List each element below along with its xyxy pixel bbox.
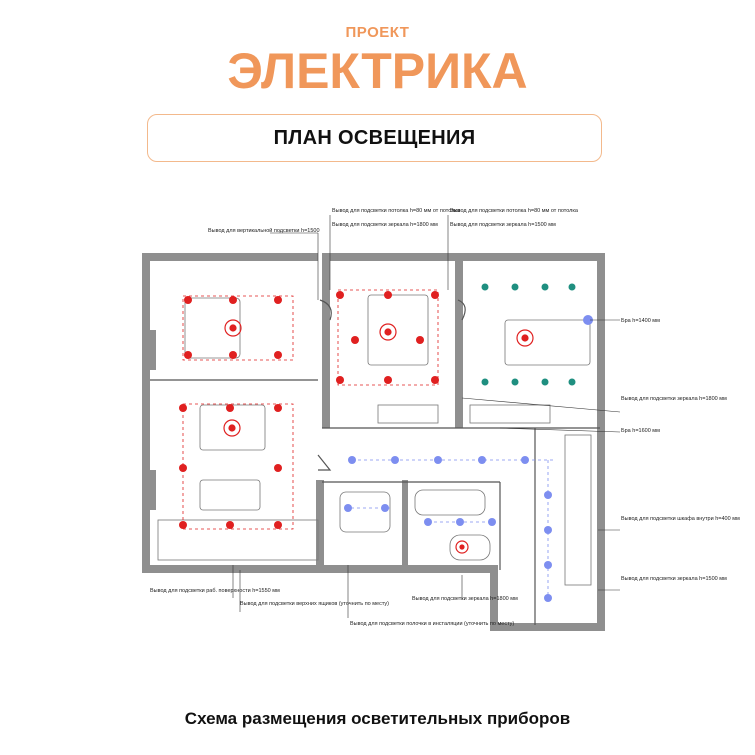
light-point <box>544 526 552 534</box>
light-point <box>434 456 442 464</box>
light-point <box>351 336 359 344</box>
light-point <box>226 404 234 412</box>
light-point <box>541 283 549 291</box>
note-sconce-1600: Бра h=1600 мм <box>621 428 660 434</box>
light-point <box>384 376 392 384</box>
light-point <box>568 378 576 386</box>
note-ceiling-backlight-1: Вывод для подсветки потолка h=80 мм от п… <box>332 208 461 214</box>
note-mirror-backlight-2: Вывод для подсветки зеркала h=1500 мм <box>450 222 556 228</box>
pendant-light <box>516 329 534 347</box>
plan-caption: Схема размещения осветительных приборов <box>184 709 571 728</box>
spot-lights-teal <box>481 283 576 386</box>
leader-lines <box>232 215 621 618</box>
light-point <box>274 521 282 529</box>
light-point <box>481 283 489 291</box>
light-point <box>416 336 424 344</box>
note-wardrobe-backlight: Вывод для подсветки шкафа внутри h=400 м… <box>621 516 740 522</box>
light-point <box>348 456 356 464</box>
note-sconce-1400: Бра h=1400 мм <box>621 318 660 324</box>
note-ceiling-backlight-2: Вывод для подсветки потолка h=80 мм от п… <box>450 208 579 214</box>
partitions <box>150 299 600 625</box>
light-point <box>478 456 486 464</box>
light-point <box>274 464 282 472</box>
light-point <box>179 521 187 529</box>
light-point <box>424 518 432 526</box>
light-point <box>336 291 344 299</box>
plan-title: ПЛАН ОСВЕЩЕНИЯ <box>273 126 476 149</box>
light-point <box>384 291 392 299</box>
light-point <box>544 491 552 499</box>
light-point <box>229 296 237 304</box>
light-point <box>184 296 192 304</box>
note-mirror-backlight-3: Вывод для подсветки зеркала h=1800 мм <box>621 396 727 402</box>
note-vertical-backlight: Вывод для вертикальной подсветки h=1500 <box>208 227 320 234</box>
note-shelf-backlight: Вывод для подсветки полочки в инсталяции… <box>350 621 514 627</box>
light-point <box>431 376 439 384</box>
light-point <box>336 376 344 384</box>
light-point <box>229 351 237 359</box>
light-point <box>511 283 519 291</box>
light-point <box>274 351 282 359</box>
light-point <box>541 378 549 386</box>
project-kicker: ПРОЕКТ <box>345 24 410 41</box>
light-point <box>344 504 352 512</box>
light-point <box>511 378 519 386</box>
pendant-light <box>379 323 397 341</box>
light-point <box>544 561 552 569</box>
pendant-lights <box>223 319 534 554</box>
light-point <box>431 291 439 299</box>
light-guides <box>182 289 439 530</box>
project-title: ЭЛЕКТРИКА <box>227 43 528 99</box>
note-mirror-backlight-5: Вывод для подсветки зеркала h=1800 мм <box>412 596 518 602</box>
light-guides-blue <box>345 459 555 600</box>
ceiling-lights-red <box>179 291 439 529</box>
pendant-light <box>224 319 242 337</box>
light-point <box>488 518 496 526</box>
light-point <box>226 521 234 529</box>
note-upper-cabinets-backlight: Вывод для подсветки верхних ящиков (уточ… <box>240 601 389 607</box>
light-point <box>391 456 399 464</box>
note-mirror-backlight-1: Вывод для подсветки зеркала h=1800 мм <box>332 222 438 228</box>
plan-title-banner: ПЛАН ОСВЕЩЕНИЯ <box>147 114 602 162</box>
light-point <box>184 351 192 359</box>
light-point <box>568 283 576 291</box>
light-point <box>583 315 593 325</box>
light-point <box>274 404 282 412</box>
light-point <box>381 504 389 512</box>
light-point <box>456 518 464 526</box>
spot-lights-blue <box>344 315 593 602</box>
light-point <box>521 456 529 464</box>
note-mirror-backlight-4: Вывод для подсветки зеркала h=1500 мм <box>621 576 727 582</box>
light-point <box>481 378 489 386</box>
pendant-light <box>455 540 469 554</box>
walls <box>142 253 605 631</box>
pendant-light <box>223 419 241 437</box>
light-point <box>179 464 187 472</box>
light-point <box>179 404 187 412</box>
light-point <box>274 296 282 304</box>
note-worktop-backlight: Вывод для подсветки раб. поверхности h=1… <box>150 588 280 594</box>
furniture <box>157 294 592 586</box>
light-point <box>544 594 552 602</box>
